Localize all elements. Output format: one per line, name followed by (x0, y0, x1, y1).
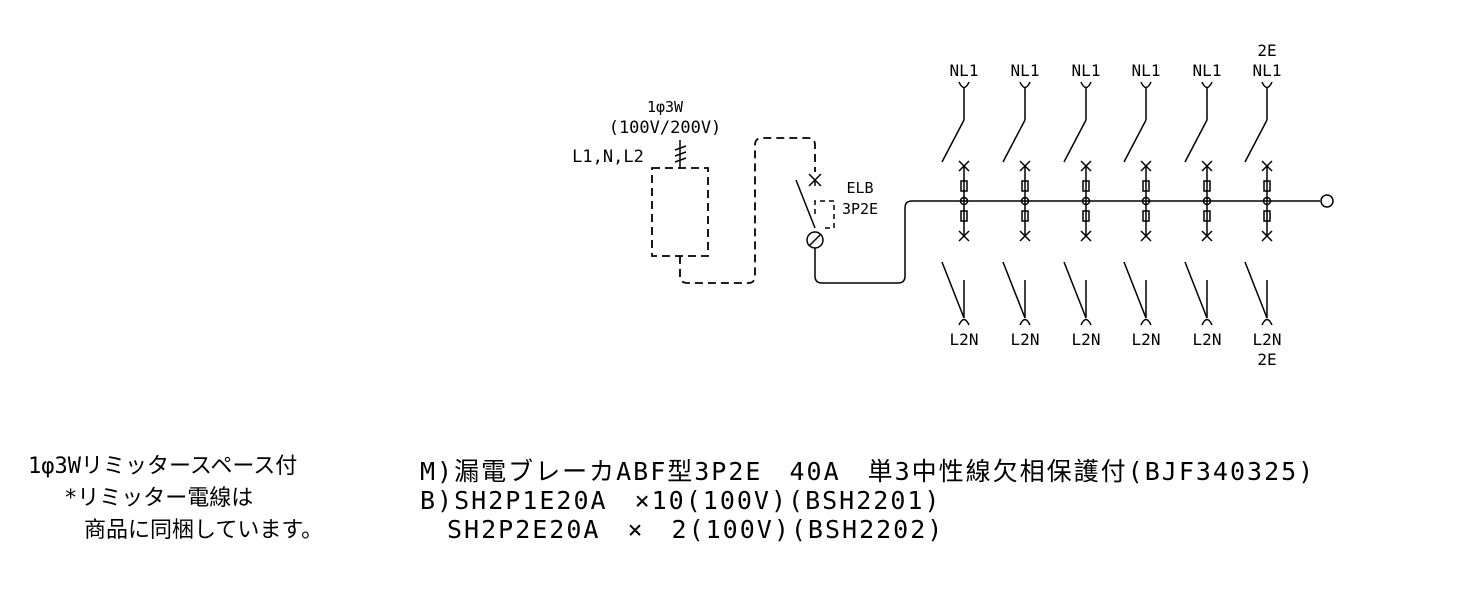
branch-bottom-switch (1184, 261, 1208, 319)
branch-top-switch (941, 119, 965, 163)
parts-line-branch-2: SH2P2E20A × 2(100V)(BSH2202) (420, 515, 945, 544)
parts-line-main: M)漏電ブレーカABF型3P2E 40A 単3中性線欠相保護付(BJF34032… (420, 457, 1316, 486)
branch-breakers (941, 81, 1273, 326)
branch-tap-upper (1263, 180, 1271, 192)
branch-top-terminal (958, 81, 970, 89)
branch-bottom-terminal (1261, 318, 1273, 326)
branch-tap-upper (1142, 180, 1150, 192)
branch-top-terminal (1201, 81, 1213, 89)
branch-bottom-switch (1002, 261, 1026, 319)
source-voltage-label: (100V/200V) (609, 118, 722, 138)
branch-bottom-terminal (958, 318, 970, 326)
branch-bus-node (959, 196, 969, 206)
branch-top-terminal (1019, 81, 1031, 89)
parts-line-branch-1: B)SH2P1E20A ×10(100V)(BSH2201) (420, 486, 942, 515)
branch-bottom-switch (941, 261, 965, 319)
branch-bottom-label: L2N (1011, 330, 1040, 349)
branch-bottom-terminal (1201, 318, 1213, 326)
limiter-wire (679, 137, 816, 284)
branch-tap-lower (1142, 210, 1150, 222)
branch-top-switch (1002, 119, 1026, 163)
branch-top-label: NL1 (1253, 61, 1282, 80)
branch-bottom-label: L2N (1193, 330, 1222, 349)
limiter-note: 商品に同梱しています。 (84, 518, 324, 543)
source-feed (674, 140, 687, 168)
branch-top-switch (1244, 119, 1268, 163)
branch-bottom-label: L2N (1132, 330, 1161, 349)
branch-top-label: NL1 (1193, 61, 1222, 80)
branch-bus-node (1202, 196, 1212, 206)
branch-bottom-label: L2N (1253, 330, 1282, 349)
limiter-note: 1φ3Wリミッタースペース付 (28, 454, 298, 479)
branch-tap-lower (1082, 210, 1090, 222)
branch-top-label: NL1 (950, 61, 979, 80)
branch-bottom-contact (1140, 230, 1152, 242)
branch-top-switch (1184, 119, 1208, 163)
branch-bottom-label: L2N (1072, 330, 1101, 349)
branch-bottom-switch (1244, 261, 1268, 319)
limiter-note: *リミッター電線は (64, 486, 254, 511)
branch-tap-lower (960, 210, 968, 222)
branch-top-terminal (1080, 81, 1092, 89)
branch-bus-node (1141, 196, 1151, 206)
branch-top-labels: NL1 NL1 NL1 NL1 NL1 NL1 2E (950, 41, 1282, 80)
branch-2e-top-label: 2E (1257, 41, 1276, 60)
branch-bottom-labels: L2N L2N L2N L2N L2N L2N 2E (950, 330, 1282, 369)
branch-bottom-terminal (1140, 318, 1152, 326)
branch-bottom-contact (1080, 230, 1092, 242)
branch-bus-node (1020, 196, 1030, 206)
branch-bottom-contact (1261, 230, 1273, 242)
branch-bottom-terminal (1019, 318, 1031, 326)
branch-tap-upper (1021, 180, 1029, 192)
branch-tap-upper (1082, 180, 1090, 192)
branch-bottom-contact (1201, 230, 1213, 242)
branch-bottom-terminal (1080, 318, 1092, 326)
branch-tap-upper (960, 180, 968, 192)
branch-top-terminal (1261, 81, 1273, 89)
branch-top-switch (1123, 119, 1147, 163)
branch-bus-node (1081, 196, 1091, 206)
branch-tap-upper (1203, 180, 1211, 192)
branch-bottom-label: L2N (950, 330, 979, 349)
branch-top-label: NL1 (1132, 61, 1161, 80)
source-phase-label: 1φ3W (647, 98, 684, 116)
source-terminals-label: L1,N,L2 (572, 147, 644, 167)
limiter-space-box (651, 167, 709, 257)
branch-bottom-switch (1123, 261, 1147, 319)
branch-tap-lower (1263, 210, 1271, 222)
main-breaker-poles: 3P2E (842, 200, 878, 218)
branch-top-switch (1063, 119, 1087, 163)
branch-bus-node (1262, 196, 1272, 206)
branch-bottom-contact (958, 230, 970, 242)
main-breaker-name: ELB (846, 179, 873, 197)
main-breaker-elb (795, 173, 1334, 284)
branch-bottom-switch (1063, 261, 1087, 319)
branch-tap-lower (1203, 210, 1211, 222)
branch-tap-lower (1021, 210, 1029, 222)
branch-top-label: NL1 (1072, 61, 1101, 80)
branch-top-terminal (1140, 81, 1152, 89)
branch-2e-bottom-label: 2E (1257, 350, 1276, 369)
branch-bottom-contact (1019, 230, 1031, 242)
branch-top-label: NL1 (1011, 61, 1040, 80)
